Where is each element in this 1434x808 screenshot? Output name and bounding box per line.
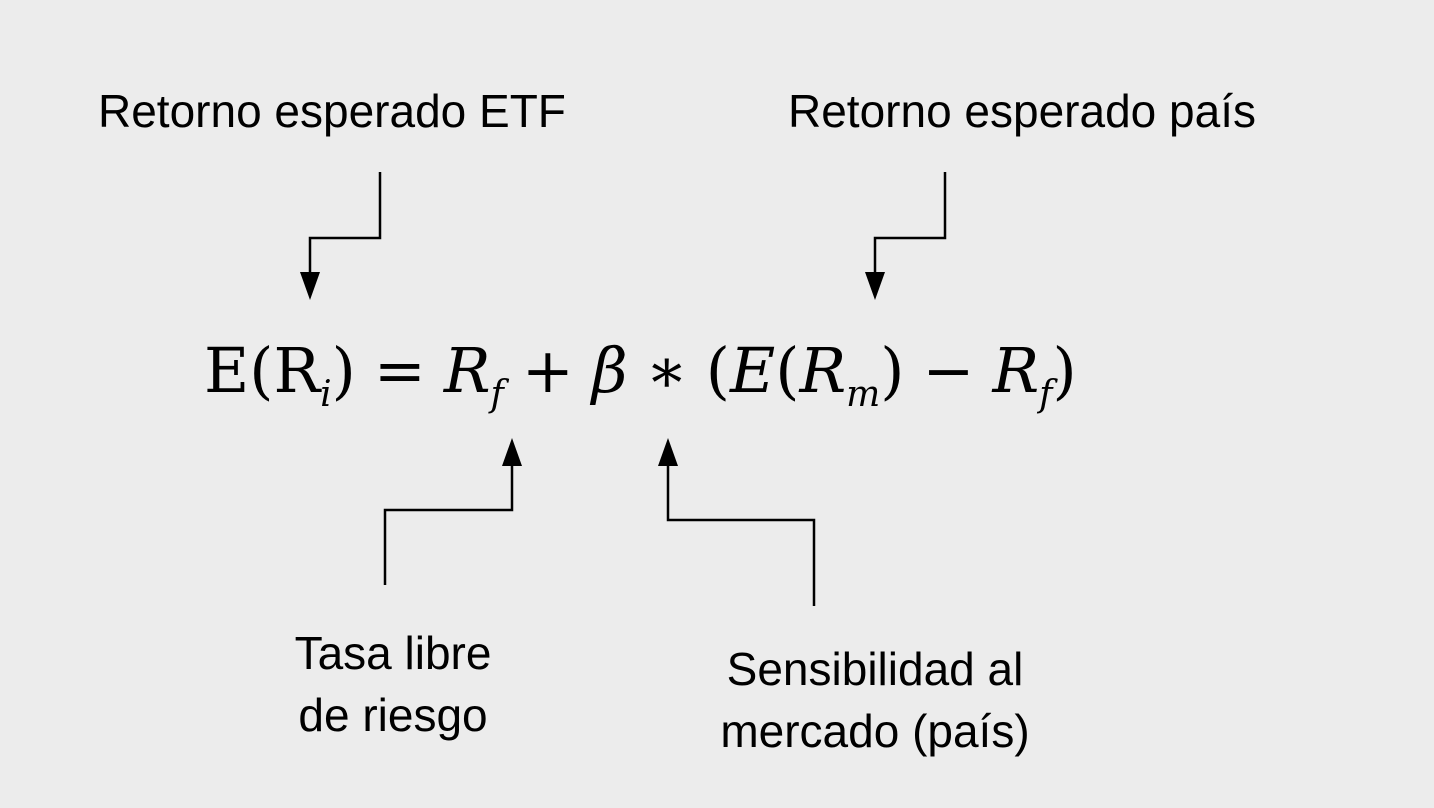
formula-open-paren-3: ( bbox=[775, 334, 800, 407]
label-market-sensitivity-line1: Sensibilidad al bbox=[726, 643, 1024, 695]
formula-riskfree-var: R bbox=[443, 334, 491, 407]
formula-open-paren-2: ( bbox=[705, 334, 730, 407]
arrow-etf-head bbox=[300, 272, 320, 300]
formula-times: ∗ bbox=[645, 334, 688, 407]
arrow-rf-line bbox=[383, 462, 514, 585]
formula-plus: + bbox=[521, 334, 574, 407]
formula-riskfree2-var: R bbox=[992, 334, 1040, 407]
label-expected-return-country: Retorno esperado país bbox=[788, 85, 1256, 137]
label-market-sensitivity-line2: mercado (país) bbox=[720, 705, 1030, 757]
formula-close-paren-3: ) bbox=[1052, 334, 1077, 407]
arrow-rf-head bbox=[502, 438, 522, 466]
formula-beta: β bbox=[591, 334, 628, 407]
capm-formula: E(Ri)=Rf+β∗(E(Rm)−Rf) bbox=[204, 326, 1077, 440]
label-risk-free-rate: Tasa libre de riesgo bbox=[258, 622, 528, 746]
formula-minus: − bbox=[922, 334, 975, 407]
arrow-pais-head bbox=[865, 272, 885, 300]
arrow-etf-line bbox=[308, 172, 382, 276]
label-expected-return-etf: Retorno esperado ETF bbox=[98, 85, 566, 137]
label-risk-free-rate-line1: Tasa libre bbox=[294, 627, 492, 679]
formula-close-paren: ) bbox=[331, 334, 356, 407]
arrow-beta-head bbox=[658, 438, 678, 466]
formula-equals: = bbox=[373, 334, 426, 407]
formula-riskfree2-subscript: f bbox=[1039, 374, 1053, 415]
formula-market-var: R bbox=[799, 334, 847, 407]
formula-riskfree-subscript: f bbox=[490, 374, 504, 415]
arrow-pais-line bbox=[873, 172, 947, 276]
label-risk-free-rate-line2: de riesgo bbox=[298, 689, 488, 741]
formula-open-paren: ( bbox=[249, 334, 274, 407]
formula-expected-fn: E bbox=[204, 334, 250, 407]
formula-close-paren-2: ) bbox=[880, 334, 905, 407]
label-market-sensitivity: Sensibilidad al mercado (país) bbox=[640, 638, 1110, 762]
formula-market-subscript: m bbox=[846, 374, 881, 415]
formula-return-var: R bbox=[273, 334, 321, 407]
formula-market-expected-fn: E bbox=[729, 334, 776, 407]
formula-asset-subscript: i bbox=[320, 374, 332, 415]
arrow-beta-line bbox=[666, 462, 816, 606]
